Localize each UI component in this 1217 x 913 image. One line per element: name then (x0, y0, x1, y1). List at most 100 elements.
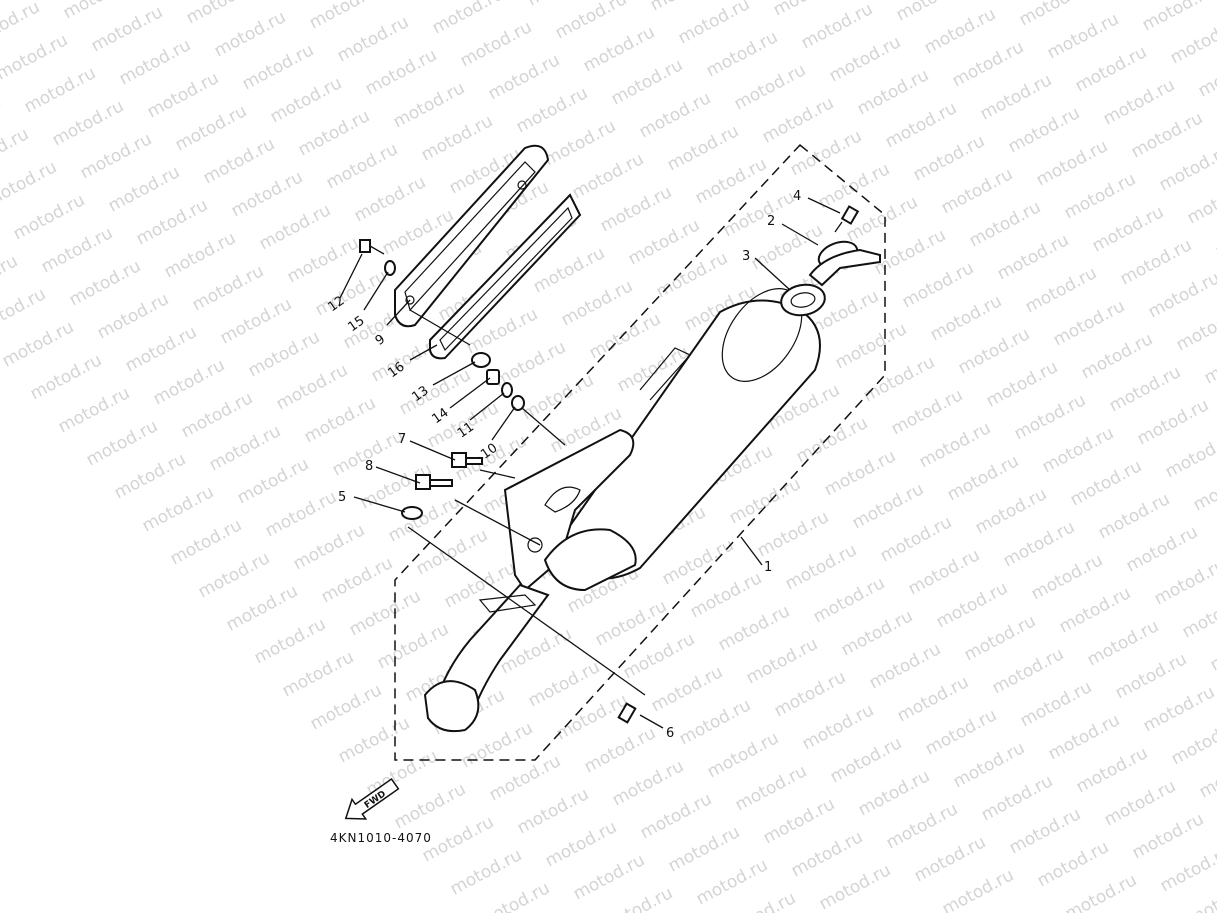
watermark-text: motod.ru (798, 0, 876, 53)
watermark-text: motod.ru (1044, 9, 1122, 63)
bolt-7-part (451, 452, 483, 468)
watermark-text: motod.ru (1134, 395, 1212, 449)
callout-4: 4 (793, 189, 801, 204)
watermark-text: motod.ru (105, 162, 183, 216)
watermark-text: motod.ru (821, 446, 899, 500)
watermark-text: motod.ru (245, 327, 323, 381)
watermark-text: motod.ru (581, 723, 659, 777)
watermark-text: motod.ru (760, 794, 838, 848)
watermark-text: motod.ru (390, 78, 468, 132)
watermark-text: motod.ru (888, 385, 966, 439)
watermark-text: motod.ru (882, 98, 960, 152)
callout-9: 9 (373, 332, 388, 349)
collar-14-part (486, 369, 500, 385)
watermark-text: motod.ru (391, 779, 469, 833)
watermark-text: motod.ru (782, 540, 860, 594)
bolt-4-part (834, 205, 860, 233)
watermark-text: motod.ru (949, 37, 1027, 91)
exhaust-flange-part (780, 240, 881, 317)
watermark-text: motod.ru (178, 388, 256, 442)
watermark-text: motod.ru (843, 192, 921, 246)
watermark-text: motod.ru (676, 695, 754, 749)
watermark-text: motod.ru (133, 195, 211, 249)
watermark-text: motod.ru (323, 139, 401, 193)
watermark-text: motod.ru (1039, 423, 1117, 477)
watermark-text: motod.ru (715, 601, 793, 655)
watermark-text: motod.ru (787, 126, 865, 180)
watermark-text: motod.ru (335, 713, 413, 767)
watermark-text: motod.ru (732, 761, 810, 815)
watermark-text: motod.ru (1157, 842, 1217, 896)
watermark-text: motod.ru (525, 657, 603, 711)
watermark-text: motod.ru (1067, 456, 1145, 510)
watermark-text: motod.ru (514, 784, 592, 838)
callout-6: 6 (666, 726, 674, 741)
watermark-text: motod.ru (726, 474, 804, 528)
watermark-text: motod.ru (950, 738, 1028, 792)
watermark-text: motod.ru (1145, 268, 1217, 322)
watermark-text: motod.ru (1117, 235, 1195, 289)
watermark-text: motod.ru (27, 350, 105, 404)
watermark-text: motod.ru (475, 878, 553, 913)
watermark-text: motod.ru (1168, 715, 1217, 769)
watermark-text: motod.ru (592, 596, 670, 650)
watermark-text: motod.ru (1173, 301, 1217, 355)
watermark-text: motod.ru (334, 12, 412, 66)
bolt-12-part (359, 239, 385, 255)
watermark-text: motod.ru (351, 172, 429, 226)
watermark-text: motod.ru (922, 705, 1000, 759)
watermark-text: motod.ru (748, 220, 826, 274)
watermark-text: motod.ru (94, 289, 172, 343)
watermark-text: motod.ru (301, 393, 379, 447)
watermark-text: motod.ru (256, 200, 334, 254)
watermark-text: motod.ru (1033, 136, 1111, 190)
watermark-text: motod.ru (1100, 75, 1178, 129)
callout-7: 7 (398, 432, 406, 447)
watermark-text: motod.ru (77, 129, 155, 183)
watermark-text: motod.ru (1072, 42, 1150, 96)
watermark-text: motod.ru (636, 88, 714, 142)
watermark-text: motod.ru (295, 106, 373, 160)
watermark-text: motod.ru (491, 337, 569, 391)
watermark-text: motod.ru (703, 27, 781, 81)
watermark-text: motod.ru (849, 479, 927, 533)
watermark-text: motod.ru (871, 225, 949, 279)
watermark-text: motod.ru (1112, 649, 1190, 703)
diagram-code: 4KN1010-4070 (330, 831, 432, 845)
watermark-text: motod.ru (457, 17, 535, 71)
watermark-text: motod.ru (1106, 362, 1184, 416)
watermark-text: motod.ru (273, 360, 351, 414)
watermark-text: motod.ru (542, 817, 620, 871)
watermark-text: motod.ru (1034, 837, 1112, 891)
watermark-text: motod.ru (637, 789, 715, 843)
watermark-text: motod.ru (1123, 522, 1201, 576)
watermark-text: motod.ru (704, 728, 782, 782)
watermark-text: motod.ru (905, 545, 983, 599)
watermark-text: motod.ru (894, 672, 972, 726)
watermark-text: motod.ru (262, 487, 340, 541)
watermark-text: motod.ru (144, 68, 222, 122)
watermark-text: motod.ru (49, 96, 127, 150)
watermark-text: motod.ru (362, 45, 440, 99)
watermark-text: motod.ru (66, 256, 144, 310)
watermark-text: motod.ru (648, 662, 726, 716)
watermark-text: motod.ru (754, 507, 832, 561)
watermark-text: motod.ru (1056, 583, 1134, 637)
watermark-text: motod.ru (911, 832, 989, 886)
callout-5: 5 (338, 490, 346, 505)
nut-13-part (471, 352, 491, 368)
watermark-text: motod.ru (239, 40, 317, 94)
watermark-text: motod.ru (978, 771, 1056, 825)
watermark-text: motod.ru (1045, 710, 1123, 764)
watermark-text: motod.ru (977, 70, 1055, 124)
watermark-text: motod.ru (161, 228, 239, 282)
watermark-text: motod.ru (854, 65, 932, 119)
watermark-text: motod.ru (139, 482, 217, 536)
watermark-text: motod.ru (838, 606, 916, 660)
watermark-text: motod.ru (939, 865, 1017, 913)
watermark-text: motod.ru (983, 357, 1061, 411)
watermark-text: motod.ru (552, 0, 630, 43)
watermark-text: motod.ru (167, 515, 245, 569)
watermark-text: motod.ru (620, 629, 698, 683)
watermark-text: motod.ru (1011, 390, 1089, 444)
